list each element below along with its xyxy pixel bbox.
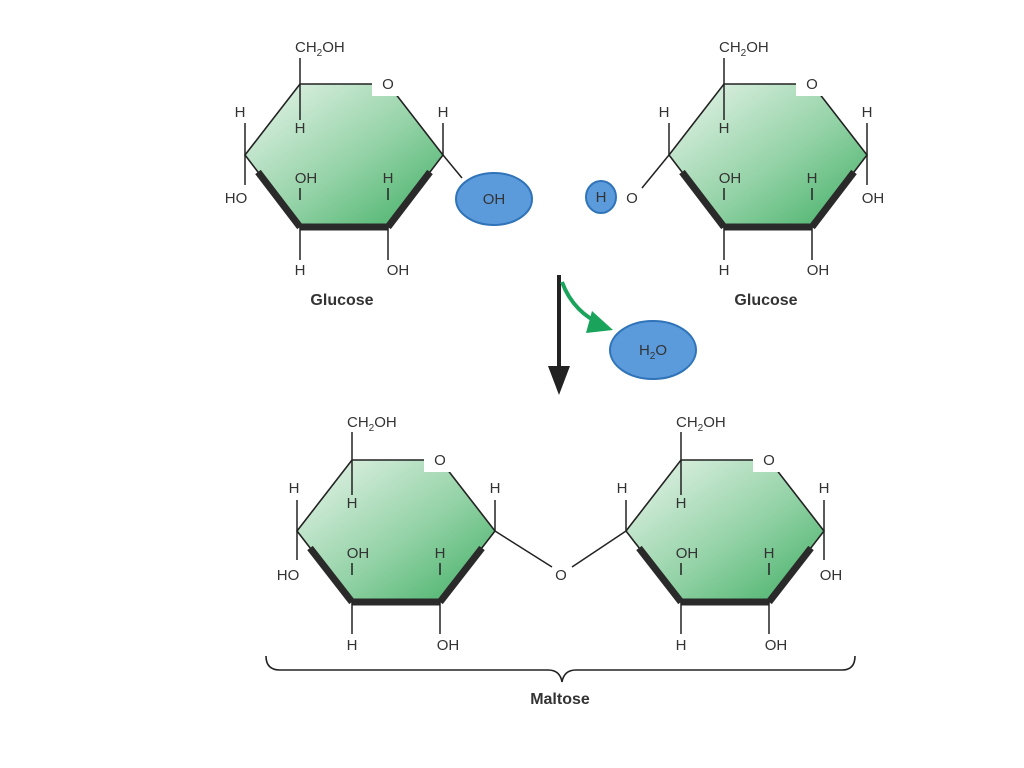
ring-oxygen-label: O: [806, 76, 818, 93]
ch2oh-label: CH2OH: [719, 39, 769, 59]
svg-text:OH: OH: [483, 191, 506, 208]
o-label: O: [626, 190, 638, 207]
h-label: H: [490, 480, 501, 497]
h-label: H: [676, 495, 687, 512]
bracket: [265, 655, 856, 683]
h-label: H: [862, 104, 873, 121]
h-label: H: [659, 104, 670, 121]
ch2oh-label: CH2OH: [676, 414, 726, 434]
ch2oh-label: CH2OH: [347, 414, 397, 434]
oh-label: OH: [862, 190, 885, 207]
ch2oh-label: CH2OH: [295, 39, 345, 59]
glucose-ring: [667, 83, 869, 228]
h-label: H: [383, 170, 394, 187]
maltose-right-ring: CH2OH O H H H OH H OH H OH: [571, 414, 843, 654]
h-bubble: H: [585, 180, 617, 214]
glucose-right: CH2OH O H H H O OH H OH H OH Glucose: [626, 39, 884, 309]
oh-label: OH: [719, 170, 742, 187]
h-label: H: [719, 262, 730, 279]
h-label: H: [295, 120, 306, 137]
glucose-ring: [243, 83, 445, 228]
h-label: H: [676, 637, 687, 654]
oh-label: OH: [807, 262, 830, 279]
h-label: H: [719, 120, 730, 137]
h-label: H: [235, 104, 246, 121]
h-label: H: [435, 545, 446, 562]
reaction-arrow: [548, 275, 570, 395]
ring-oxygen-label: O: [763, 452, 775, 469]
h-label: H: [289, 480, 300, 497]
ho-label: HO: [277, 567, 300, 584]
h-label: H: [438, 104, 449, 121]
oh-label: OH: [387, 262, 410, 279]
water-release-arrow: [560, 281, 613, 333]
oh-label: OH: [676, 545, 699, 562]
ring-oxygen-label: O: [434, 452, 446, 469]
glucose-left-name: Glucose: [310, 292, 373, 309]
h-label: H: [617, 480, 628, 497]
oh-label: OH: [765, 637, 788, 654]
h-label: H: [347, 637, 358, 654]
maltose-name: Maltose: [530, 691, 590, 708]
ring-oxygen-label: O: [382, 76, 394, 93]
oh-bubble: OH: [455, 172, 533, 226]
ho-label: HO: [225, 190, 248, 207]
h-label: H: [295, 262, 306, 279]
h-label: H: [347, 495, 358, 512]
h-label: H: [764, 545, 775, 562]
oh-label: OH: [820, 567, 843, 584]
glucose-ring: [624, 459, 826, 603]
h-label: H: [819, 480, 830, 497]
glucose-ring: [295, 459, 497, 603]
h-label: H: [807, 170, 818, 187]
maltose-left-ring: CH2OH O H H H HO OH H H OH: [277, 414, 553, 654]
water-bubble: H2O: [609, 320, 697, 380]
glycosidic-oxygen-label: O: [555, 567, 567, 584]
glucose-left: CH2OH O H H H HO OH H H OH Glucose: [225, 39, 463, 309]
oh-label: OH: [347, 545, 370, 562]
svg-text:H: H: [596, 189, 607, 206]
oh-label: OH: [295, 170, 318, 187]
svg-text:H2O: H2O: [639, 342, 667, 362]
oh-label: OH: [437, 637, 460, 654]
glucose-right-name: Glucose: [734, 292, 797, 309]
